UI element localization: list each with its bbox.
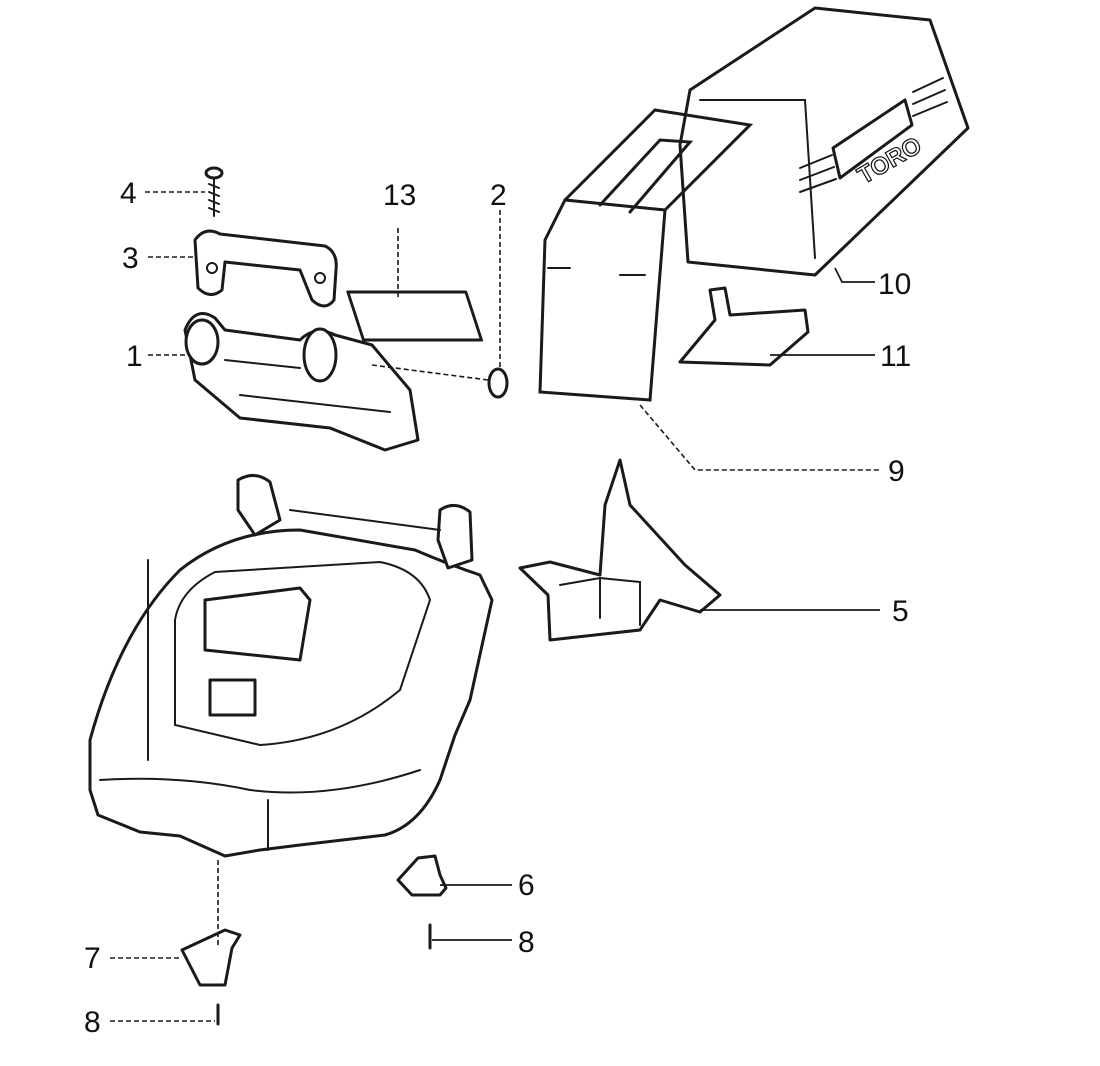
- part-11-bracket: [678, 286, 810, 367]
- part-13-label: [346, 290, 484, 342]
- callout-4: 4: [120, 177, 137, 210]
- part-1-handle-mount: [183, 312, 420, 452]
- part-7-clip: [180, 928, 242, 987]
- callout-13: 13: [383, 179, 416, 212]
- callout-8-upper: 8: [518, 926, 535, 959]
- callout-2: 2: [490, 179, 507, 212]
- part-5-discharge-chute: [518, 458, 722, 642]
- callout-8-lower: 8: [84, 1006, 101, 1039]
- bag-logo: TORO: [799, 77, 948, 193]
- leader-lines: [110, 191, 880, 1022]
- part-9-bag-frame: [538, 108, 754, 402]
- callout-1: 1: [126, 340, 143, 373]
- callout-10: 10: [878, 268, 911, 301]
- part-10-grass-bag: TORO: [678, 6, 970, 277]
- callout-9: 9: [888, 455, 905, 488]
- part-6-clip: [396, 854, 448, 897]
- mower-deck: [88, 474, 494, 858]
- callout-6: 6: [518, 869, 535, 902]
- callout-7: 7: [84, 942, 101, 975]
- callout-labels: 4 3 1 13 2 10 11 9 5 6 8 7 8: [84, 177, 911, 1039]
- part-4-screw: [204, 166, 224, 217]
- part-2-cap: [487, 367, 509, 399]
- part-3-handle-clip: [193, 229, 338, 308]
- callout-5: 5: [892, 595, 909, 628]
- callout-3: 3: [122, 242, 139, 275]
- callout-11: 11: [880, 340, 911, 373]
